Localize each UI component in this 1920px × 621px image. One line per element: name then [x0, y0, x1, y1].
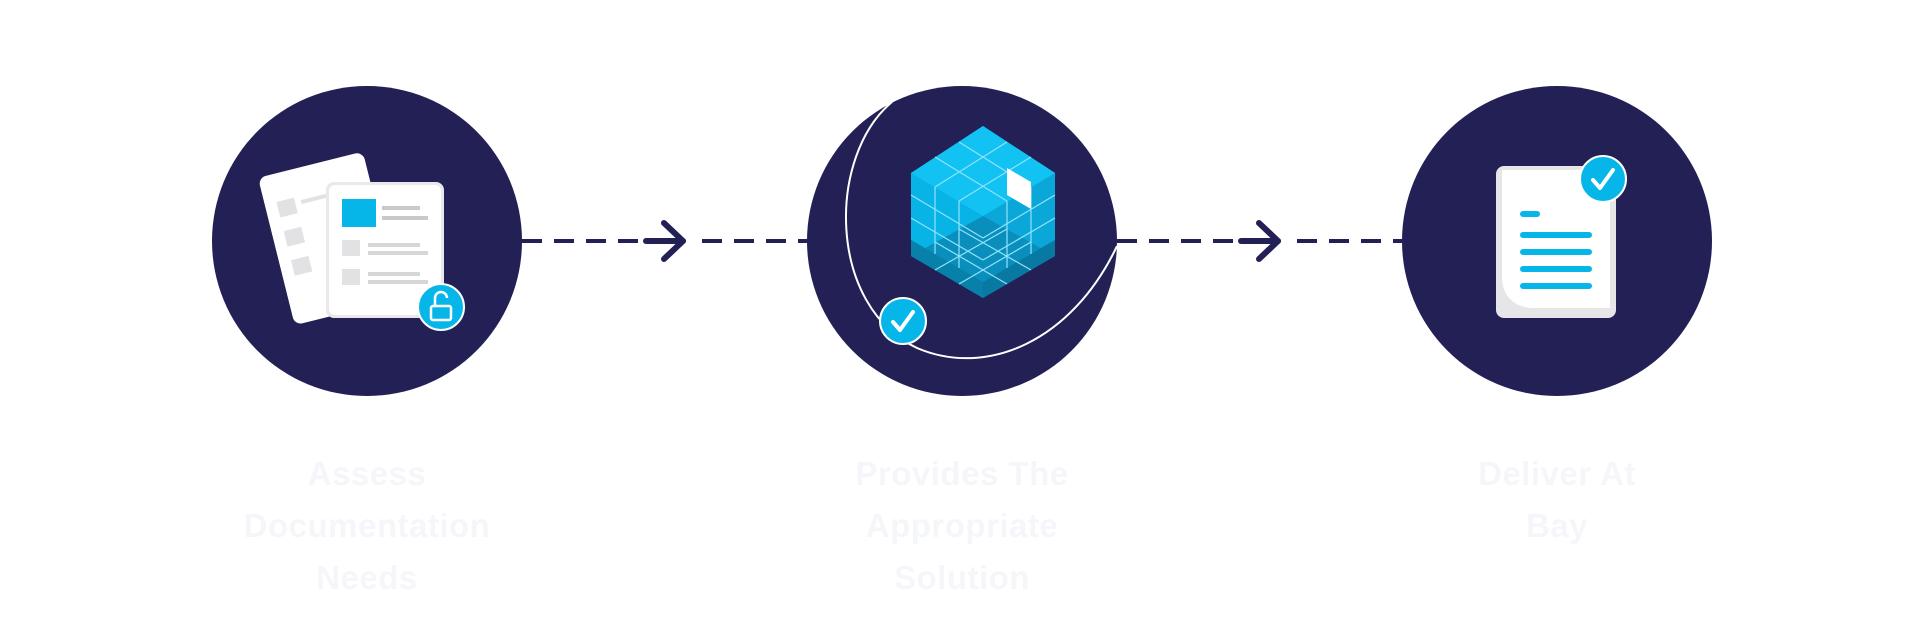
arrow-right-icon — [643, 220, 686, 262]
step-1-illustration — [212, 86, 522, 396]
step-2-illustration — [807, 86, 1118, 396]
orbit-arc — [845, 101, 1118, 360]
check-badge-icon — [879, 297, 927, 345]
cube-grid-icon — [910, 126, 1056, 298]
step-3-illustration — [1402, 86, 1712, 396]
step-circle — [807, 86, 1118, 396]
step-label: Deliver At Bay — [1478, 455, 1636, 544]
arrow-right-icon — [1238, 220, 1281, 262]
unlock-icon — [417, 283, 465, 331]
step-label: Assess Documentation Needs — [243, 455, 491, 596]
check-badge-icon — [1579, 155, 1627, 203]
step-circle — [212, 86, 522, 396]
connector-2 — [1117, 220, 1402, 262]
step-deliver: Deliver At Bay — [1402, 86, 1712, 544]
step-label: Provides The Appropriate Solution — [855, 455, 1069, 596]
connector-1 — [522, 220, 807, 262]
step-assess: Assess Documentation Needs — [212, 86, 522, 596]
document-icon — [1496, 166, 1616, 318]
step-provide-solution: Provides The Appropriate Solution — [807, 86, 1118, 596]
document-stack-icon — [259, 153, 444, 324]
step-circle — [1402, 86, 1712, 396]
